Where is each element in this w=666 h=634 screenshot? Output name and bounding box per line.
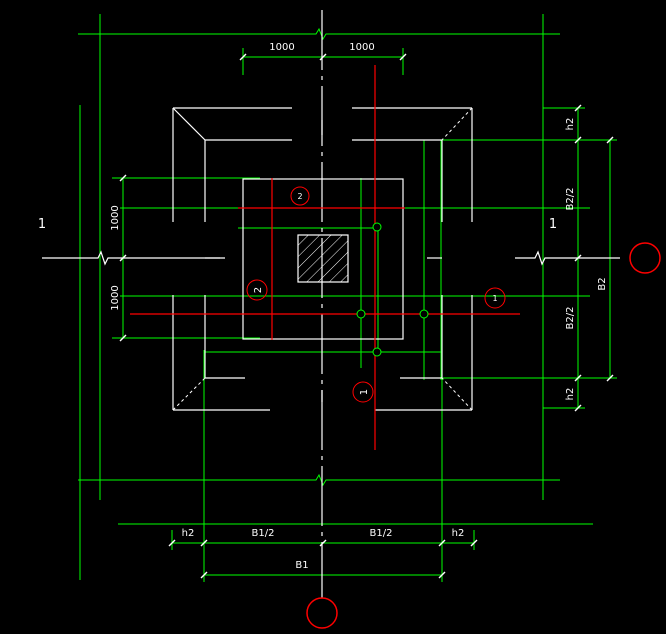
dimension-ticks bbox=[119, 53, 614, 579]
dim-bottom-h2-left: h2 bbox=[182, 528, 195, 539]
dim-bottom-b1: B1 bbox=[295, 560, 308, 571]
centerlines bbox=[42, 10, 620, 598]
footing-outline bbox=[172, 107, 473, 411]
axis-bubbles bbox=[306, 242, 661, 629]
rebar-tag-2-top: 2 bbox=[297, 192, 302, 201]
rebar-lines bbox=[130, 65, 520, 450]
dim-right-b2half-bottom: B2/2 bbox=[565, 307, 576, 330]
rebar-nodes bbox=[356, 222, 429, 357]
dim-right-b2: B2 bbox=[597, 277, 608, 290]
dim-right-b2half-top: B2/2 bbox=[565, 188, 576, 211]
dim-top-left: 1000 bbox=[269, 42, 294, 53]
rebar-tag-2-left: 2 bbox=[253, 287, 264, 293]
section-mark-left: 1 bbox=[38, 217, 46, 232]
axis-bubble-right bbox=[629, 242, 661, 274]
dimension-lines bbox=[78, 14, 617, 582]
rebar-tag-1-bottom: 1 bbox=[359, 389, 370, 395]
dim-bottom-h2-right: h2 bbox=[452, 528, 465, 539]
rebar-tags: 2 1 2 1 bbox=[246, 186, 506, 403]
dimension-labels: 1000 1000 1000 1000 h2 B2/2 B2/2 h2 B2 h… bbox=[38, 42, 608, 571]
rebar-tag-1-right: 1 bbox=[492, 294, 497, 303]
dim-bottom-b1half-left: B1/2 bbox=[252, 528, 275, 539]
dim-right-h2-bottom: h2 bbox=[565, 388, 576, 401]
dim-bottom-b1half-right: B1/2 bbox=[370, 528, 393, 539]
dim-left-lower: 1000 bbox=[110, 285, 121, 310]
dim-left-upper: 1000 bbox=[110, 205, 121, 230]
column-section bbox=[297, 234, 349, 283]
section-mark-right: 1 bbox=[549, 217, 557, 232]
dim-right-h2-top: h2 bbox=[565, 118, 576, 131]
axis-bubble-bottom bbox=[306, 597, 338, 629]
dim-top-right: 1000 bbox=[349, 42, 374, 53]
